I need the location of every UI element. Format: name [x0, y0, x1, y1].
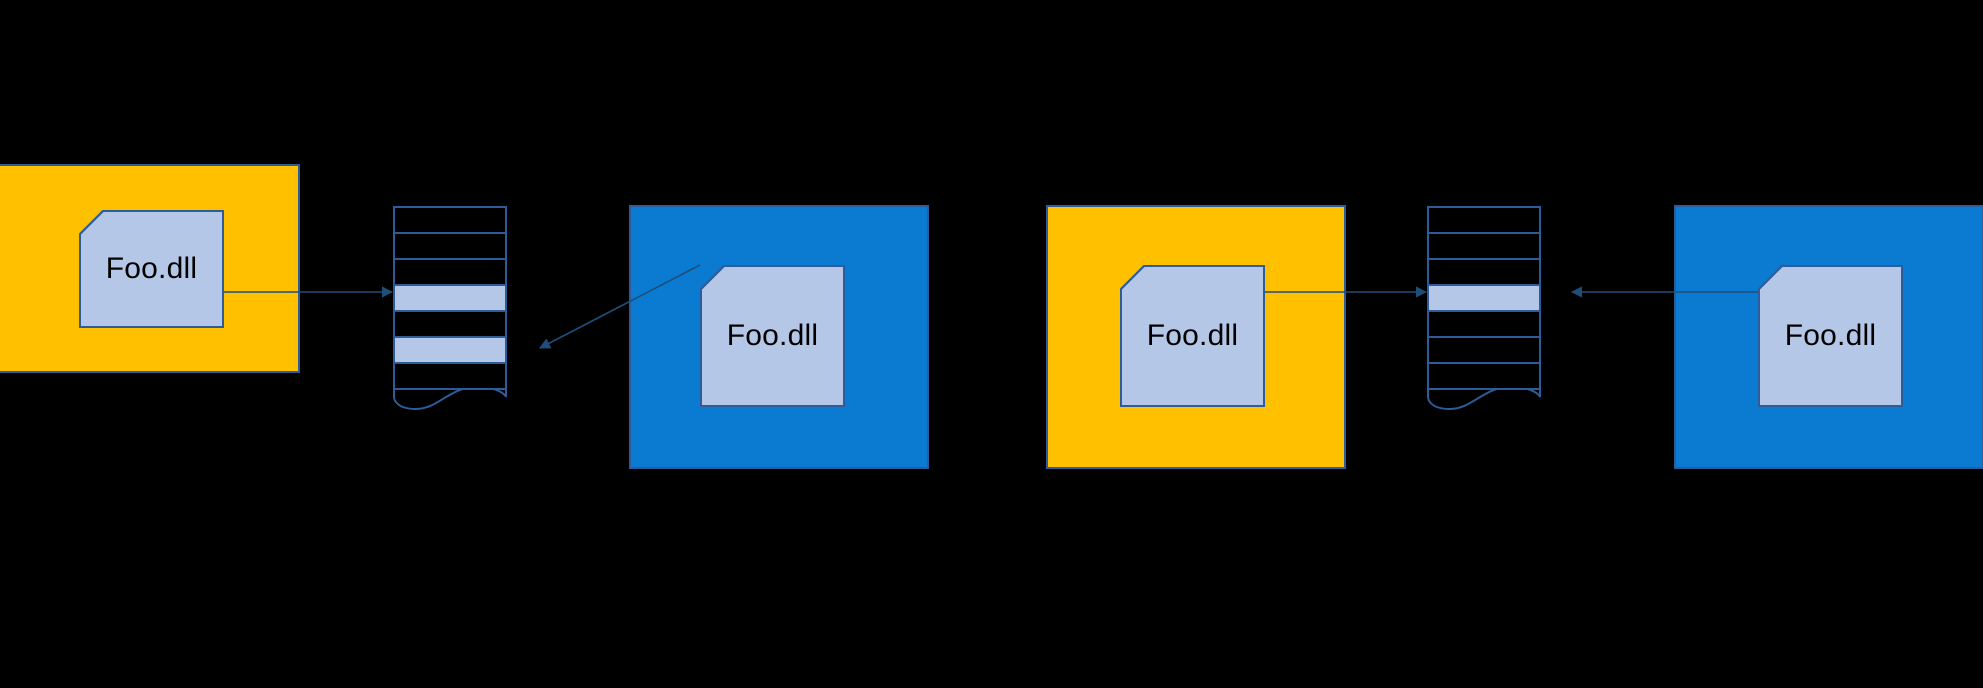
scene-right-process-a-document: Foo.dll: [1120, 265, 1265, 407]
scene-left-memory-row-4: [393, 310, 507, 338]
scene-left-memory-column: [390, 205, 540, 460]
scene-left-process-a-document: Foo.dll: [79, 210, 224, 328]
scene-left-memory-row-5: [393, 336, 507, 364]
memory-column-outline: [393, 207, 507, 411]
document-body-shape: [700, 265, 845, 407]
memory-column-outline: [1427, 207, 1541, 411]
scene-left-memory-row-0: [393, 206, 507, 234]
scene-right-memory-row-3: [1427, 284, 1541, 312]
scene-left-process-b-document: Foo.dll: [700, 265, 845, 407]
scene-right-memory-row-2: [1427, 258, 1541, 286]
document-fold-icon: [1120, 265, 1145, 290]
scene-left-memory-row-2: [393, 258, 507, 286]
scene-left-memory-row-3: [393, 284, 507, 312]
document-body-shape: [1120, 265, 1265, 407]
scene-right-memory-row-0: [1427, 206, 1541, 234]
scene-right-memory-row-4: [1427, 310, 1541, 338]
document-body-shape: [79, 210, 224, 328]
scene-right-memory-row-6: [1427, 362, 1541, 390]
scene-left-memory-row-1: [393, 232, 507, 260]
document-fold-icon: [79, 210, 104, 235]
scene-right-process-b-document: Foo.dll: [1758, 265, 1903, 407]
document-fold-icon: [1758, 265, 1783, 290]
document-fold-icon: [700, 265, 725, 290]
scene-right-memory-row-1: [1427, 232, 1541, 260]
document-body-shape: [1758, 265, 1903, 407]
scene-right-memory-column: [1424, 205, 1574, 460]
scene-right-memory-row-5: [1427, 336, 1541, 364]
scene-left-memory-row-6: [393, 362, 507, 390]
